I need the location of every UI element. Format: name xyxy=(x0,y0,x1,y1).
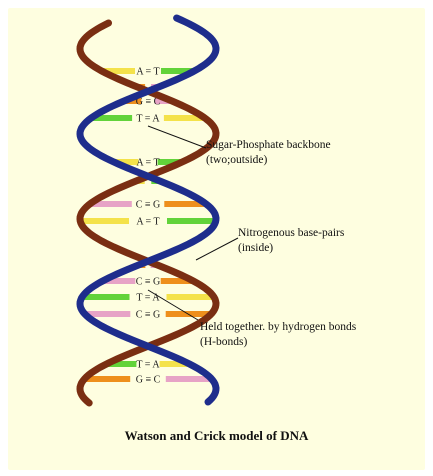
backbone-label-line1: Sugar-Phosphate backbone xyxy=(206,138,331,153)
base-pair: T = A xyxy=(91,114,205,125)
backbone-label: Sugar-Phosphate backbone (two;outside) xyxy=(206,138,331,168)
base-left xyxy=(80,218,129,224)
base-pair-label: T = A xyxy=(136,293,160,304)
base-pair: C ≡ G xyxy=(85,310,211,321)
pointer-base-pairs xyxy=(196,238,238,260)
base-pair-label: C ≡ G xyxy=(136,277,161,288)
base-pair: T = A xyxy=(82,293,214,304)
base-pairs-label: Nitrogenous base-pairs (inside) xyxy=(238,226,344,256)
base-pair-label: C ≡ G xyxy=(136,310,161,321)
base-pair-label: A = T xyxy=(136,158,159,169)
hydrogen-bonds-label-line2: (H-bonds) xyxy=(200,335,356,350)
base-pair-label: A = T xyxy=(136,217,159,228)
base-pairs-label-line2: (inside) xyxy=(238,241,344,256)
pointer-backbone xyxy=(148,126,206,148)
base-pair: C ≡ G xyxy=(90,200,206,211)
backbone-label-line2: (two;outside) xyxy=(206,153,331,168)
base-pair-label: T = A xyxy=(136,360,160,371)
base-pair-label: A = T xyxy=(136,67,159,78)
base-left xyxy=(82,294,129,300)
base-pair-label: T = A xyxy=(136,114,160,125)
base-pair: A = T xyxy=(80,217,216,228)
base-right xyxy=(167,294,214,300)
base-pair-label: G ≡ C xyxy=(136,375,161,386)
diagram-caption: Watson and Crick model of DNA xyxy=(8,428,425,444)
hydrogen-bonds-label: Held together. by hydrogen bonds (H-bond… xyxy=(200,320,356,350)
hydrogen-bonds-label-line1: Held together. by hydrogen bonds xyxy=(200,320,356,335)
diagram-panel: A = T G ≡ C T = A A = T C ≡ G A = T C ≡ G T = A… xyxy=(8,8,425,470)
dna-double-helix: A = T G ≡ C T = A A = T C ≡ G A = T C ≡ G T = A… xyxy=(8,8,425,470)
base-right xyxy=(167,218,216,224)
base-pair-label: C ≡ G xyxy=(136,200,161,211)
base-pairs-label-line1: Nitrogenous base-pairs xyxy=(238,226,344,241)
base-pair: G ≡ C xyxy=(84,375,211,386)
